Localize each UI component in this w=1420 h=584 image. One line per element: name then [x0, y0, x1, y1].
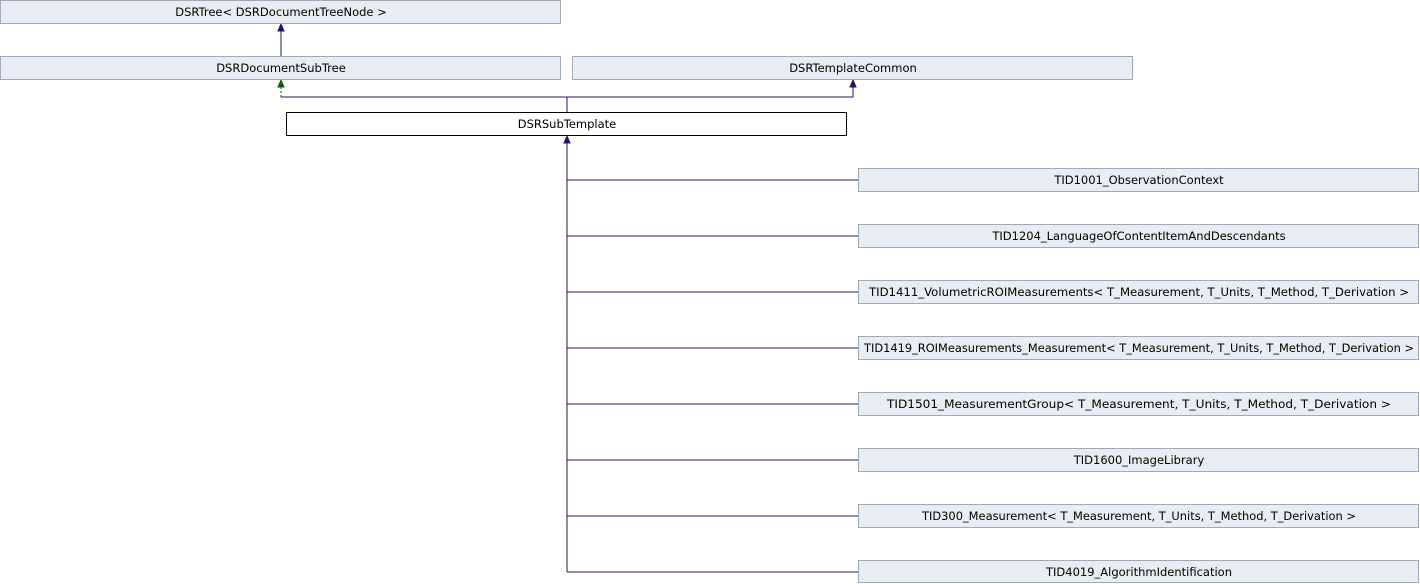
arrowhead-sub-template: [563, 134, 571, 144]
edge-sub-template-to-template-common: [567, 82, 854, 98]
node-dsr-template-common-label: DSRTemplateCommon: [789, 61, 917, 75]
node-tid1600[interactable]: TID1600_ImageLibrary: [858, 448, 1419, 472]
edge-sub-template-to-doc-subtree: [281, 96, 568, 112]
node-dsr-document-sub-tree-label: DSRDocumentSubTree: [216, 61, 346, 75]
node-tid1600-label: TID1600_ImageLibrary: [1073, 453, 1205, 467]
node-tid1419[interactable]: TID1419_ROIMeasurements_Measurement< T_M…: [858, 336, 1419, 360]
node-tid1001-label: TID1001_ObservationContext: [1053, 173, 1224, 187]
arrowhead-doc-subtree: [277, 78, 285, 88]
node-dsr-sub-template: DSRSubTemplate: [286, 112, 847, 136]
node-tid1411-label: TID1411_VolumetricROIMeasurements< T_Mea…: [868, 285, 1409, 299]
node-dsr-document-sub-tree[interactable]: DSRDocumentSubTree: [0, 56, 561, 80]
node-tid1411[interactable]: TID1411_VolumetricROIMeasurements< T_Mea…: [858, 280, 1419, 304]
node-tid4019-label: TID4019_AlgorithmIdentification: [1045, 565, 1232, 579]
arrowhead-tree: [277, 22, 285, 32]
node-tid1501[interactable]: TID1501_MeasurementGroup< T_Measurement,…: [858, 392, 1419, 416]
node-dsr-tree[interactable]: DSRTree< DSRDocumentTreeNode >: [0, 0, 561, 24]
node-tid1204-label: TID1204_LanguageOfContentItemAndDescenda…: [991, 229, 1285, 243]
node-tid1419-label: TID1419_ROIMeasurements_Measurement< T_M…: [863, 341, 1414, 355]
node-dsr-template-common[interactable]: DSRTemplateCommon: [572, 56, 1133, 80]
inheritance-edges: [277, 22, 859, 573]
node-tid4019[interactable]: TID4019_AlgorithmIdentification: [858, 560, 1419, 583]
node-tid1204[interactable]: TID1204_LanguageOfContentItemAndDescenda…: [858, 224, 1419, 248]
node-tid300-label: TID300_Measurement< T_Measurement, T_Uni…: [921, 509, 1356, 523]
node-tid300[interactable]: TID300_Measurement< T_Measurement, T_Uni…: [858, 504, 1419, 528]
arrowhead-template-common: [849, 78, 857, 88]
node-dsr-sub-template-label: DSRSubTemplate: [518, 117, 617, 131]
node-dsr-tree-label: DSRTree< DSRDocumentTreeNode >: [175, 5, 387, 19]
node-tid1501-label: TID1501_MeasurementGroup< T_Measurement,…: [886, 397, 1391, 411]
node-tid1001[interactable]: TID1001_ObservationContext: [858, 168, 1419, 192]
